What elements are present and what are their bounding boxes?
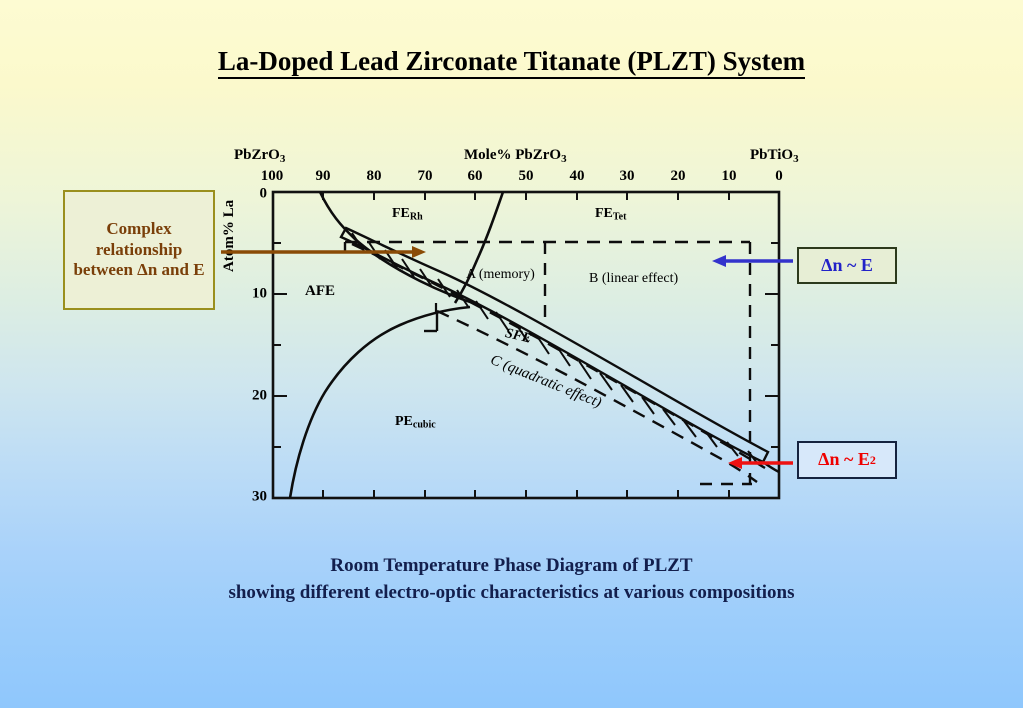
callout-quadratic-exponent: 2	[869, 452, 876, 467]
x-tick-80: 80	[366, 168, 382, 184]
callout-linear-text: Δn ~ E	[821, 254, 873, 275]
brown-arrow	[221, 246, 426, 258]
axis-label-mole-percent: Mole% PbZrO3	[464, 147, 567, 165]
y-axis-title: Atom% La	[221, 199, 237, 272]
region-c-upper-dashed	[351, 242, 766, 470]
blue-arrow	[712, 255, 793, 267]
region-label-pe-cubic: PEcubic	[395, 414, 436, 431]
x-tick-30: 30	[619, 168, 635, 184]
x-tick-10: 10	[721, 168, 737, 184]
region-label-fe-tet: FETet	[595, 206, 627, 223]
bottom-tick-marks	[322, 490, 730, 498]
right-tick-marks	[765, 242, 779, 448]
x-tick-0: 0	[775, 168, 783, 184]
morphotropic-boundary	[453, 192, 505, 304]
y-tick-20: 20	[252, 387, 267, 404]
x-tick-50: 50	[518, 168, 534, 184]
annotation-region-a: A (memory)	[466, 267, 535, 282]
x-tick-70: 70	[417, 168, 433, 184]
annotation-region-b: B (linear effect)	[589, 271, 679, 286]
figure-caption: Room Temperature Phase Diagram of PLZT s…	[0, 553, 1023, 607]
x-tick-100: 100	[260, 168, 284, 184]
x-tick-40: 40	[569, 168, 585, 184]
region-label-fe-rh: FERh	[392, 206, 423, 223]
axis-label-pbzro3-left: PbZrO3	[234, 147, 286, 165]
axis-label-pbtio3-right: PbTiO3	[750, 147, 799, 165]
page-title: La-Doped Lead Zirconate Titanate (PLZT) …	[0, 46, 1023, 79]
caption-line-2: showing different electro-optic characte…	[228, 581, 795, 603]
region-label-afe: AFE	[305, 283, 335, 299]
sfe-lower-extension	[762, 461, 779, 474]
y-tick-10: 10	[252, 285, 267, 302]
callout-linear-effect: Δn ~ E	[797, 247, 897, 284]
callout-quadratic-text: Δn ~ E	[818, 449, 870, 470]
x-tick-90: 90	[315, 168, 331, 184]
pe-cubic-dome	[288, 305, 471, 498]
x-tick-60: 60	[467, 168, 483, 184]
callout-complex-text: Complex relationship between Δn and E	[73, 218, 205, 280]
y-tick-0: 0	[259, 185, 268, 202]
red-arrow	[728, 457, 793, 469]
y-tick-30: 30	[252, 488, 267, 505]
x-tick-20: 20	[670, 168, 686, 184]
callout-complex-relationship: Complex relationship between Δn and E	[63, 190, 215, 310]
region-label-sfe: SFE	[503, 326, 533, 347]
caption-line-1: Room Temperature Phase Diagram of PLZT	[330, 555, 693, 576]
page-title-text: La-Doped Lead Zirconate Titanate (PLZT) …	[217, 46, 806, 79]
annotation-region-c: C (quadratic effect)	[488, 352, 604, 412]
left-tick-marks	[273, 242, 287, 448]
top-tick-marks	[322, 192, 730, 200]
